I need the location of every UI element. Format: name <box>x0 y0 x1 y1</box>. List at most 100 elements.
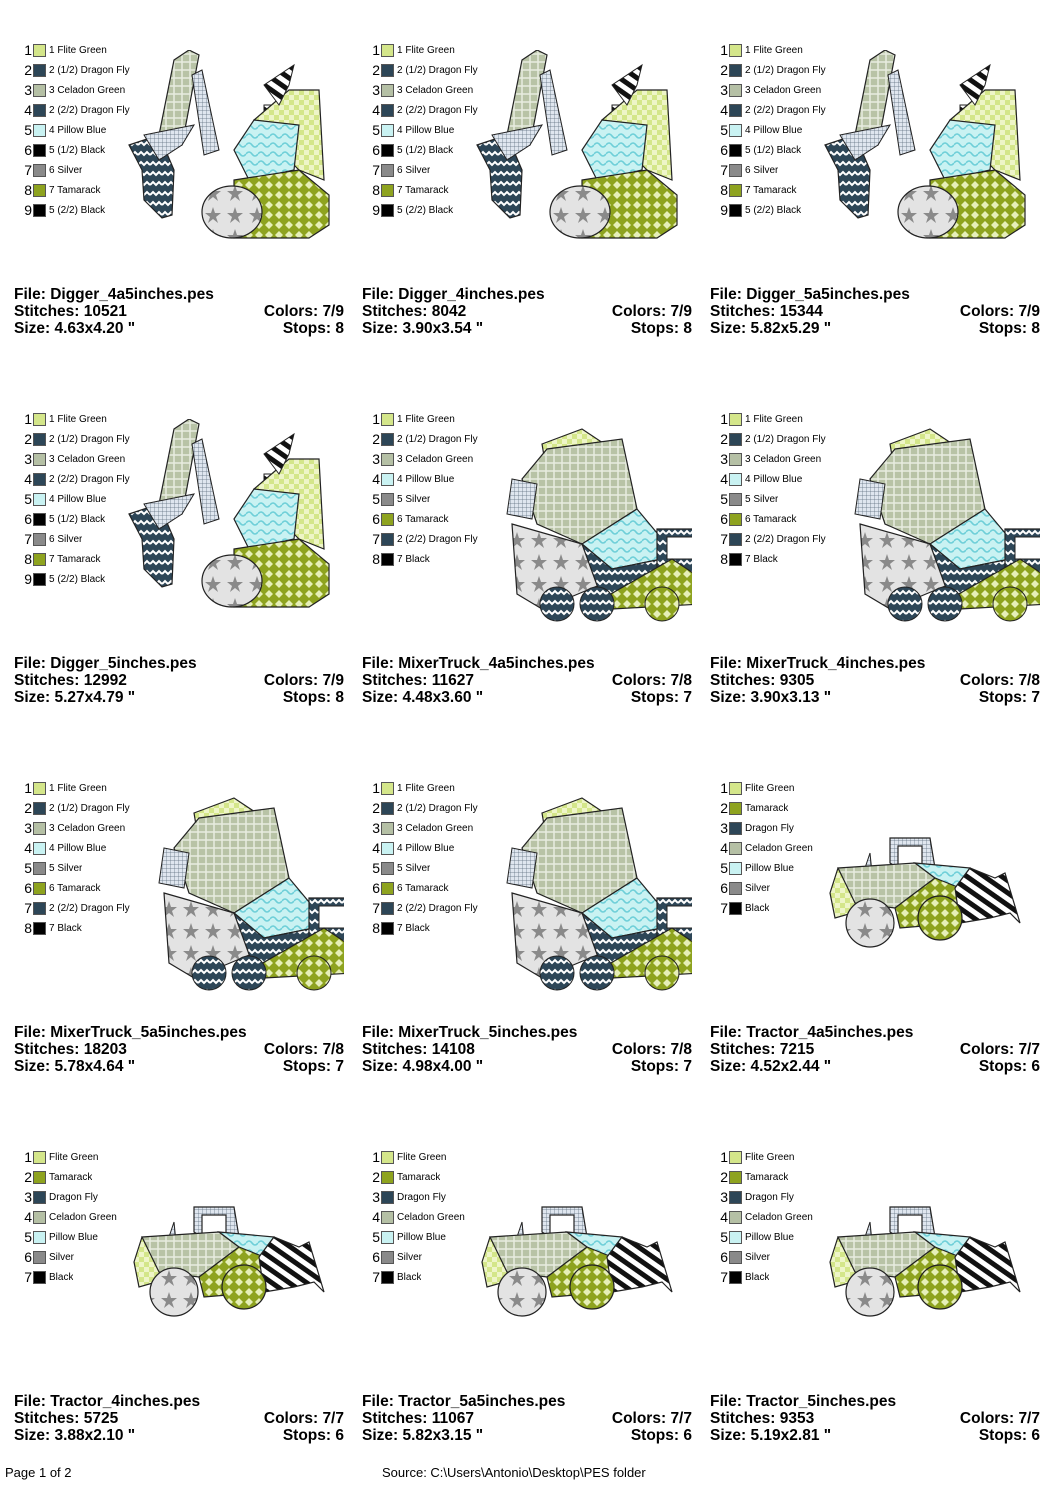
color-swatch <box>381 1250 394 1264</box>
thread-name: 2 (1/2) Dragon Fly <box>49 433 130 445</box>
thread-name: Tamarack <box>745 802 789 814</box>
size-label: Size: <box>14 689 51 706</box>
thread-number: 2 <box>720 431 728 447</box>
thread-name: 2 (2/2) Dragon Fly <box>745 533 826 545</box>
stops-label: Stops: <box>630 320 680 337</box>
colors-label: Colors: <box>959 672 1015 689</box>
color-swatch <box>33 452 46 466</box>
design-size: 5.27x4.79 " <box>54 689 136 706</box>
colors-label: Colors: <box>611 672 667 689</box>
embroidery-preview <box>114 49 344 280</box>
thread-number: 7 <box>720 531 728 547</box>
thread-number: 2 <box>720 800 728 816</box>
color-swatch <box>381 452 394 466</box>
thread-number: 4 <box>24 471 32 487</box>
color-swatch <box>33 163 46 177</box>
file-line: File: Digger_5a5inches.pes <box>710 286 1040 303</box>
size-label: Size: <box>710 1427 747 1444</box>
thread-name: Flite Green <box>397 1151 447 1163</box>
colors-label: Colors: <box>959 1041 1015 1058</box>
thread-number: 4 <box>24 840 32 856</box>
stop-count: 6 <box>335 1427 344 1444</box>
thread-name: 6 Silver <box>397 164 431 176</box>
thread-name: 4 Pillow Blue <box>745 473 803 485</box>
thread-number: 4 <box>720 1209 728 1225</box>
file-line: File: Digger_4inches.pes <box>362 286 692 303</box>
thread-name: 5 Silver <box>397 493 431 505</box>
file-name: Tractor_5inches.pes <box>746 1393 897 1410</box>
thread-name: 5 Silver <box>745 493 779 505</box>
legend-row: 7 2 (2/2) Dragon Fly <box>714 529 826 549</box>
thread-name: 7 Tamarack <box>49 184 101 196</box>
thread-number: 7 <box>372 162 380 178</box>
file-label: File: <box>362 1024 394 1041</box>
thread-number: 3 <box>372 1189 380 1205</box>
color-swatch <box>729 901 742 915</box>
thread-number: 1 <box>372 411 380 427</box>
color-swatch <box>729 512 742 526</box>
thread-name: 1 Flite Green <box>49 782 107 794</box>
embroidery-preview <box>810 419 1050 649</box>
stops-label: Stops: <box>282 1427 332 1444</box>
stops-label: Stops: <box>978 689 1028 706</box>
color-swatch <box>381 861 394 875</box>
stitches-label: Stitches: <box>362 1410 428 1427</box>
design-size: 4.48x3.60 " <box>402 689 484 706</box>
design-info: File: Digger_5inches.pes Stitches: 12992… <box>14 655 344 706</box>
thread-name: 2 (2/2) Dragon Fly <box>49 104 130 116</box>
stitch-count: 11067 <box>431 1410 475 1427</box>
color-swatch <box>381 43 394 57</box>
file-label: File: <box>14 655 46 672</box>
color-swatch <box>381 841 394 855</box>
thread-name: 2 (2/2) Dragon Fly <box>49 902 130 914</box>
thread-name: Tamarack <box>397 1171 441 1183</box>
design-info: File: Digger_4inches.pes Stitches: 8042 … <box>362 286 692 337</box>
design-info: File: Tractor_4inches.pes Stitches: 5725… <box>14 1393 344 1444</box>
file-name: Digger_4a5inches.pes <box>50 286 214 303</box>
design-size: 5.19x2.81 " <box>750 1427 832 1444</box>
stitch-count: 15344 <box>779 303 823 320</box>
color-swatch <box>33 512 46 526</box>
stitches-label: Stitches: <box>362 672 428 689</box>
stitch-count: 11627 <box>431 672 475 689</box>
thread-name: Black <box>49 1271 74 1283</box>
thread-name: 5 Silver <box>397 862 431 874</box>
thread-number: 7 <box>372 531 380 547</box>
embroidery-preview <box>462 788 711 1018</box>
thread-number: 4 <box>372 1209 380 1225</box>
thread-number: 3 <box>24 82 32 98</box>
stitches-label: Stitches: <box>710 1410 776 1427</box>
thread-number: 4 <box>720 840 728 856</box>
thread-name: 2 (2/2) Dragon Fly <box>397 104 478 116</box>
thread-number: 2 <box>720 62 728 78</box>
thread-number: 3 <box>720 1189 728 1205</box>
color-swatch <box>33 1150 46 1164</box>
color-swatch <box>381 412 394 426</box>
color-swatch <box>33 821 46 835</box>
thread-name: 6 Tamarack <box>397 513 449 525</box>
file-label: File: <box>362 655 394 672</box>
stop-count: 7 <box>335 1058 344 1075</box>
thread-name: 5 Silver <box>49 862 83 874</box>
colors-label: Colors: <box>611 303 667 320</box>
stop-count: 6 <box>1031 1427 1040 1444</box>
thread-name: 7 Black <box>745 553 778 565</box>
thread-number: 5 <box>24 122 32 138</box>
color-swatch <box>33 552 46 566</box>
